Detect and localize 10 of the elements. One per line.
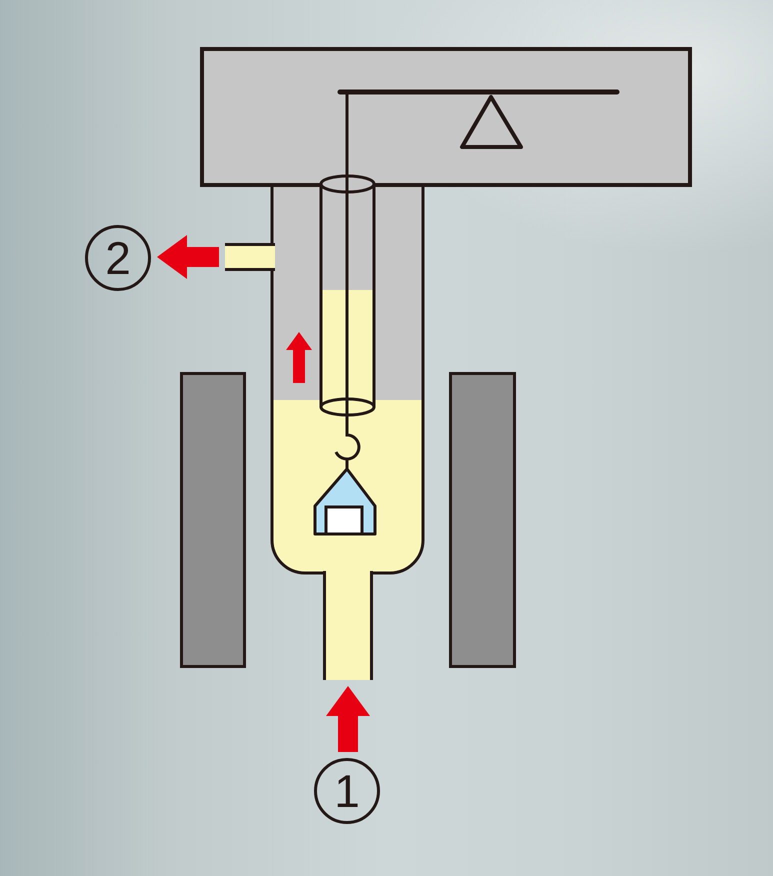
callout-circle bbox=[85, 225, 151, 291]
callout-number: 2 bbox=[105, 235, 131, 281]
outlet-pipe bbox=[225, 243, 275, 271]
callout-number: 1 bbox=[334, 768, 360, 814]
callout-circle bbox=[314, 758, 380, 824]
inlet-pipe bbox=[323, 571, 373, 680]
flow-arrow bbox=[157, 235, 219, 279]
side-block bbox=[180, 372, 246, 668]
side-block bbox=[449, 372, 516, 668]
flow-arrow bbox=[326, 686, 370, 752]
